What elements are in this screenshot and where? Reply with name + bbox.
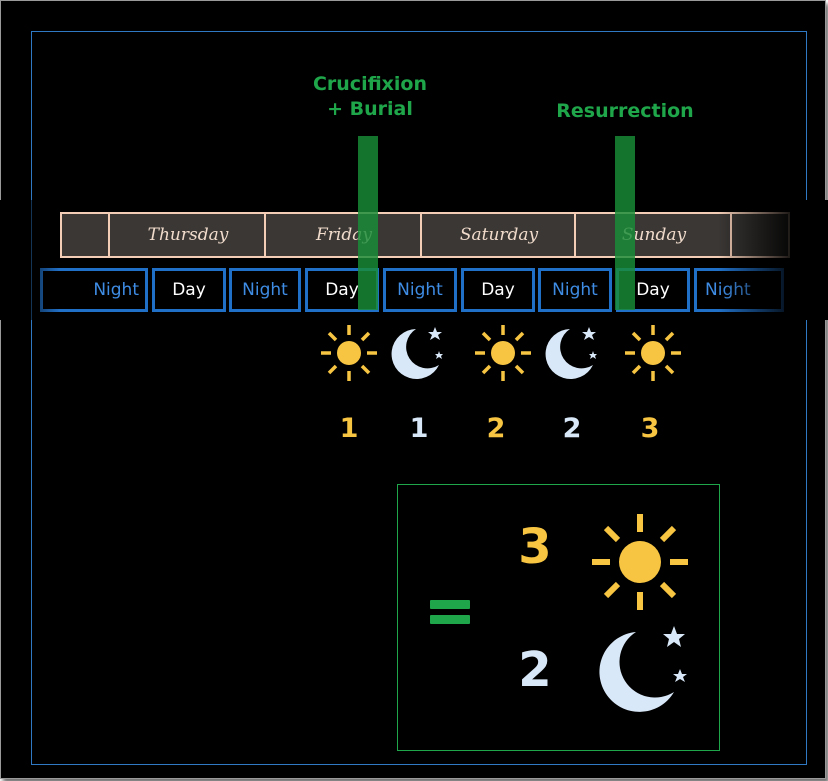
resurrection-marker xyxy=(615,136,635,310)
moon-icon xyxy=(545,327,597,379)
inner-border xyxy=(31,31,807,765)
weekday-cell-sunday: Sunday xyxy=(574,212,734,258)
timeline-strip: Thursday Friday Saturday Sunday Night Da… xyxy=(0,200,828,320)
period-cell-day: Day xyxy=(461,268,535,312)
period-cell-night: Night xyxy=(538,268,612,312)
day-count-label: 3 xyxy=(640,413,660,444)
weekday-cell-friday: Friday xyxy=(264,212,424,258)
weekday-cell-saturday: Saturday xyxy=(420,212,578,258)
sun-icon xyxy=(475,325,531,381)
weekday-cell-thursday: Thursday xyxy=(108,212,268,258)
resurrection-label: Resurrection xyxy=(556,100,694,122)
night-count-label: 1 xyxy=(409,413,429,444)
timeline-fade-right xyxy=(718,200,828,320)
moon-icon xyxy=(391,327,443,379)
nights-total: 2 xyxy=(518,642,552,698)
night-count-label: 2 xyxy=(562,413,582,444)
sun-icon xyxy=(592,514,688,610)
result-box xyxy=(397,484,720,751)
days-total: 3 xyxy=(518,519,552,575)
period-cell-night: Night xyxy=(383,268,457,312)
period-cell-night: Night xyxy=(229,268,301,312)
sun-icon xyxy=(321,325,377,381)
crucifixion-label: Crucifixion + Burial xyxy=(300,72,440,122)
crucifixion-label-line1: Crucifixion xyxy=(312,73,428,95)
period-cell-day: Day xyxy=(152,268,226,312)
day-count-label: 2 xyxy=(486,413,506,444)
equals-sign xyxy=(430,594,470,630)
equals-bar-bottom xyxy=(430,615,470,624)
moon-icon xyxy=(599,626,687,712)
weekday-cell-partial-left xyxy=(60,212,112,258)
timeline-fade-left xyxy=(0,200,60,320)
day-count-label: 1 xyxy=(339,413,359,444)
equals-bar-top xyxy=(430,600,470,609)
crucifixion-label-line2: + Burial xyxy=(327,98,413,120)
crucifixion-marker xyxy=(358,136,378,310)
sun-icon xyxy=(625,325,681,381)
